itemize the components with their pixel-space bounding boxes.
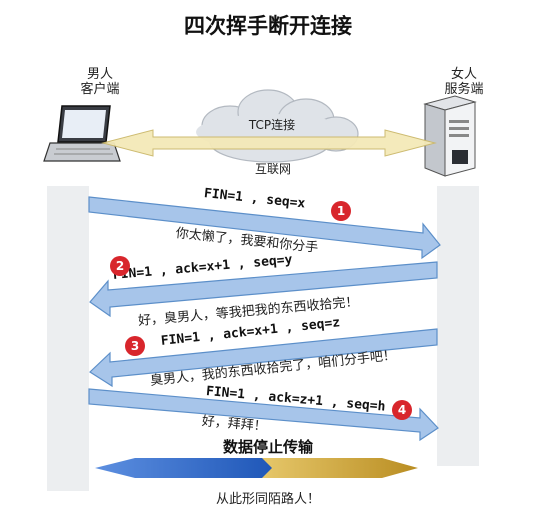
laptop-icon xyxy=(43,105,121,162)
step-1-badge: 1 xyxy=(331,201,351,221)
connection-double-arrow xyxy=(101,129,437,157)
server-label-line1: 女人 xyxy=(450,67,477,82)
server-icon xyxy=(423,95,477,177)
server-label-line2: 服务端 xyxy=(444,82,484,97)
arrow-step-4 xyxy=(88,388,439,442)
stop-arrow-left xyxy=(95,458,272,478)
step-2-badge: 2 xyxy=(110,256,130,276)
server-label: 女人 服务端 xyxy=(434,67,494,97)
client-lane xyxy=(47,186,89,491)
client-label: 男人 客户端 xyxy=(70,67,130,97)
page-title: 四次挥手断开连接 xyxy=(184,13,352,38)
farewell-label: 从此形同陌路人！ xyxy=(215,492,320,507)
step-4-badge: 4 xyxy=(392,400,412,420)
stop-transmission-label: 数据停止传输 xyxy=(222,438,313,456)
stop-arrow-right xyxy=(262,458,418,478)
arrow-step-2 xyxy=(89,261,438,318)
arrow-step-3 xyxy=(89,328,438,388)
cloud-sub-label: 互联网 xyxy=(254,162,291,176)
server-lane xyxy=(437,186,479,466)
arrow-step-1 xyxy=(88,196,441,260)
step-3-badge: 3 xyxy=(125,336,145,356)
client-label-line1: 男人 xyxy=(86,67,113,82)
cloud-label: TCP连接 xyxy=(248,118,296,132)
client-label-line2: 客户端 xyxy=(80,82,120,97)
